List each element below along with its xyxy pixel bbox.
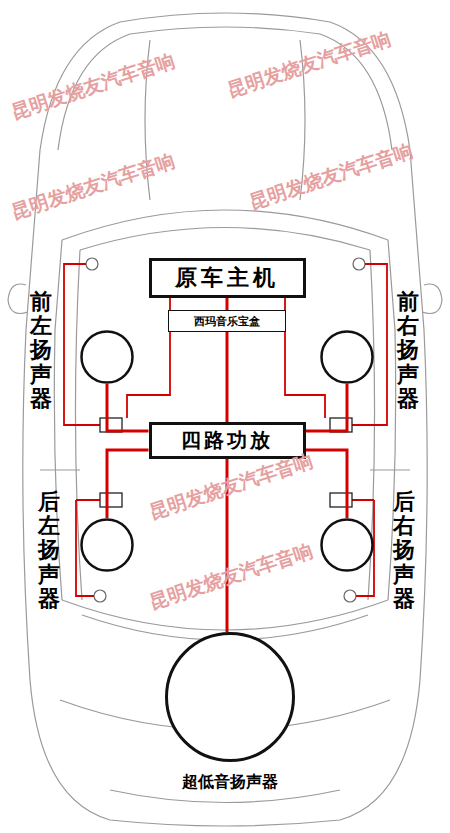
speaker-circle: 前右扬声器 (320, 330, 374, 384)
watermark: 昆明发烧友汽车音响 (146, 538, 317, 616)
signal-wire (226, 332, 229, 422)
component-box: 西玛音乐宝盒 (168, 310, 286, 332)
speaker-outline (165, 632, 295, 762)
component-box: 四路功放 (149, 422, 306, 459)
signal-wire (107, 384, 149, 431)
watermark: 昆明发烧友汽车音响 (8, 148, 179, 226)
speaker-label: 超低音扬声器 (182, 772, 278, 793)
speaker-outline (320, 330, 374, 384)
speaker-label: 后左扬声器 (38, 490, 60, 611)
box-label: 原车主机 (175, 263, 279, 293)
speaker-label: 前左扬声器 (30, 290, 52, 411)
signal-wire (107, 450, 149, 518)
speaker-circle: 超低音扬声器 (165, 632, 295, 762)
speaker-outline (320, 518, 374, 572)
signal-wire (226, 298, 229, 310)
box-label: 四路功放 (181, 427, 273, 454)
watermark: 昆明发烧友汽车音响 (8, 48, 179, 126)
speaker-outline (80, 518, 134, 572)
speaker-circle: 后右扬声器 (320, 518, 374, 572)
speaker-circle: 后左扬声器 (80, 518, 134, 572)
signal-wire (306, 384, 348, 431)
watermark: 昆明发烧友汽车音响 (146, 448, 317, 526)
watermark: 昆明发烧友汽车音响 (224, 26, 395, 104)
speaker-label: 前右扬声器 (397, 290, 419, 411)
watermark: 昆明发烧友汽车音响 (246, 138, 417, 216)
component-box: 原车主机 (149, 258, 306, 298)
speaker-outline (80, 330, 134, 384)
speaker-circle: 前左扬声器 (80, 330, 134, 384)
box-label: 西玛音乐宝盒 (194, 314, 260, 329)
speaker-label: 后右扬声器 (393, 490, 415, 611)
